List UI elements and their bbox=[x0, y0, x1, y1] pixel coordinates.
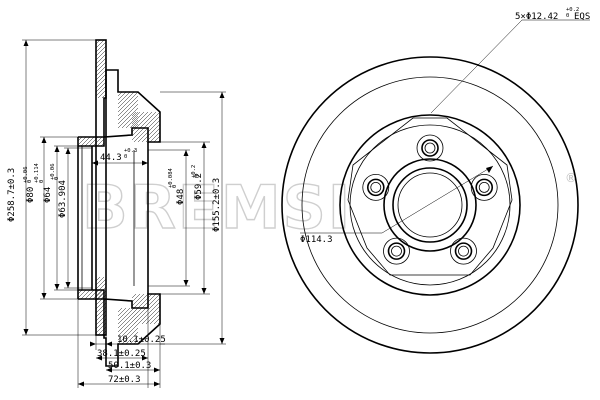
svg-text:+0.2: +0.2 bbox=[191, 165, 197, 178]
dim-pcd: Φ114.3 bbox=[300, 165, 494, 245]
svg-text:+0.2: +0.2 bbox=[566, 7, 579, 13]
bolt-hole-top bbox=[416, 134, 444, 162]
hub-lower bbox=[132, 294, 160, 324]
label-height-72: 72±0.3 bbox=[108, 375, 141, 385]
front-view: Φ114.3 5×Φ12.42 +0.2 0 EQS bbox=[281, 7, 590, 354]
svg-text:0: 0 bbox=[54, 177, 60, 180]
svg-text:+0.084: +0.084 bbox=[168, 167, 174, 188]
hub-upper-flange bbox=[78, 136, 105, 147]
dim-outer-diameter: Φ258.7±0.3 bbox=[7, 39, 96, 336]
rotor-disc-upper bbox=[96, 40, 106, 98]
rotor-disc-lower-band bbox=[96, 277, 106, 335]
dim-bolt-holes: 5×Φ12.42 +0.2 0 EQS bbox=[430, 7, 590, 114]
hub-bore bbox=[392, 167, 468, 243]
label-bore-63904: Φ63.904 bbox=[58, 180, 68, 218]
disc-friction-ring bbox=[301, 76, 559, 334]
dim-dia-155: Φ155.2±0.3 bbox=[160, 91, 226, 345]
hub-pentagon-web bbox=[347, 117, 513, 276]
label-height-38: 38.1±0.25 bbox=[97, 349, 146, 359]
bolt-hole-left bbox=[362, 173, 390, 201]
svg-text:0: 0 bbox=[195, 175, 201, 178]
svg-text:+0.114: +0.114 bbox=[34, 162, 40, 183]
svg-text:0: 0 bbox=[27, 180, 33, 183]
svg-text:+0.06: +0.06 bbox=[23, 166, 29, 183]
hub-lower-flange bbox=[78, 289, 105, 300]
svg-text:0: 0 bbox=[124, 154, 127, 160]
hat-wall-upper bbox=[118, 92, 138, 128]
label-height-50: 50.1±0.3 bbox=[108, 361, 151, 371]
watermark-text: BREMSI bbox=[82, 173, 352, 243]
section-hatching bbox=[78, 40, 160, 344]
hub-flange-lower bbox=[78, 290, 104, 299]
svg-text:+0.3: +0.3 bbox=[124, 148, 137, 154]
dim-bore-63904: Φ63.904 +0.06 0 bbox=[50, 147, 92, 289]
label-bolt-holes: 5×Φ12.42 bbox=[515, 12, 558, 22]
svg-text:0: 0 bbox=[172, 185, 178, 188]
disc-outer-edge bbox=[281, 56, 579, 354]
hub-flange-upper bbox=[78, 137, 104, 146]
dim-bore-48: Φ48 +0.084 0 bbox=[148, 149, 190, 287]
dim-hub-59: Φ59.2 +0.2 0 bbox=[160, 141, 210, 295]
dim-bore-80: Φ80 +0.06 0 bbox=[23, 136, 78, 300]
bolt-hole-right bbox=[470, 173, 498, 201]
dim-bore-64: Φ64 +0.114 0 bbox=[34, 145, 82, 291]
dim-width-44: 44.3 +0.3 0 bbox=[92, 148, 148, 166]
hub-bore-inner bbox=[397, 172, 463, 238]
svg-text:0: 0 bbox=[39, 180, 45, 183]
hub-outer bbox=[383, 158, 477, 252]
bolt-hole-group bbox=[362, 134, 498, 265]
svg-text:EQS: EQS bbox=[574, 12, 590, 22]
hat-upper-outline bbox=[103, 69, 161, 143]
bolt-hole-lower-right bbox=[450, 237, 477, 265]
rotor-disc-outline bbox=[95, 39, 107, 336]
label-thickness-10: 10.1±0.25 bbox=[117, 335, 166, 345]
label-outer-diameter: Φ258.7±0.3 bbox=[7, 168, 17, 222]
bolt-hole-lower-left bbox=[383, 237, 410, 265]
svg-text:0: 0 bbox=[566, 13, 569, 19]
label-bore-64: Φ64 bbox=[43, 187, 53, 203]
label-bore-48: Φ48 bbox=[176, 189, 186, 205]
label-pcd: Φ114.3 bbox=[300, 235, 333, 245]
registered-mark: ® bbox=[565, 171, 577, 185]
hub-upper bbox=[132, 112, 160, 142]
label-hub-59: Φ59.2 bbox=[194, 173, 204, 200]
hat-outer-edge bbox=[339, 114, 521, 296]
svg-text:+0.06: +0.06 bbox=[50, 163, 56, 180]
dim-bottom-group: 10.1±0.25 38.1±0.25 50.1±0.3 72±0.3 bbox=[77, 294, 166, 388]
watermark: BREMSI ® bbox=[81, 171, 577, 244]
side-view-section: Φ258.7±0.3 Φ80 +0.06 0 Φ64 +0.114 0 bbox=[7, 39, 226, 388]
label-bore-80: Φ80 bbox=[26, 187, 36, 203]
label-dia-155: Φ155.2±0.3 bbox=[212, 178, 222, 232]
label-width-44: 44.3 bbox=[100, 153, 122, 163]
